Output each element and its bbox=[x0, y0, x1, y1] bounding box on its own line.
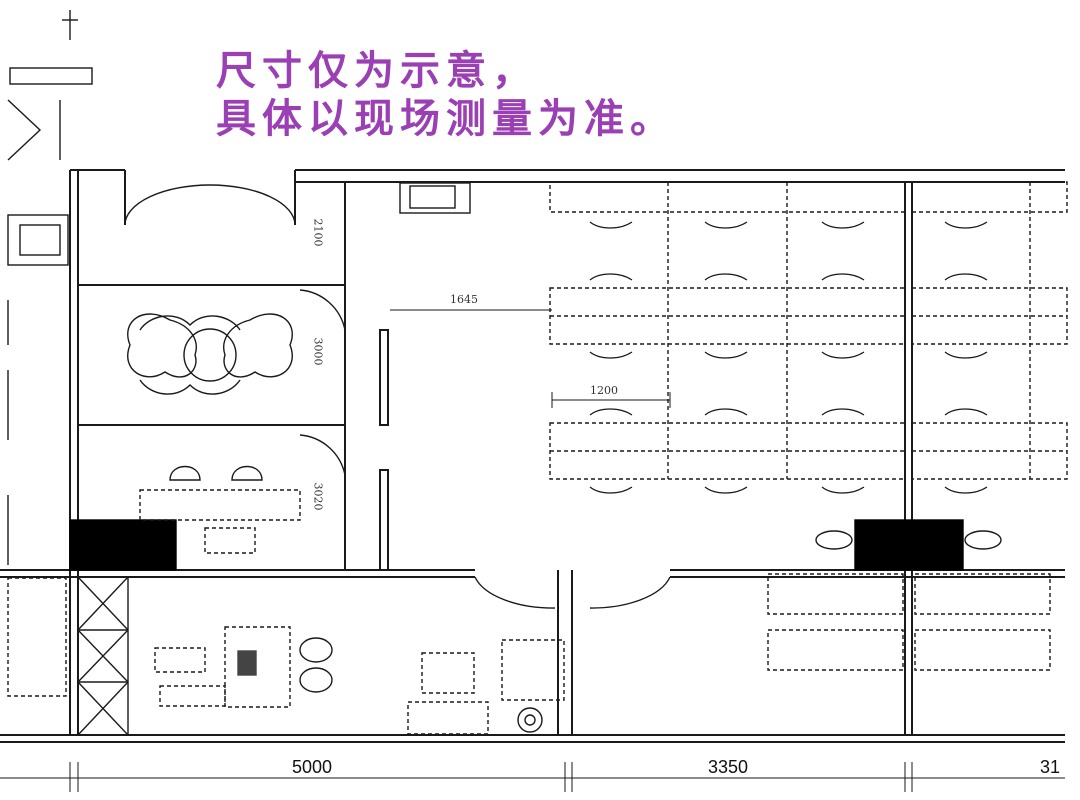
office-desk-upper bbox=[139, 489, 301, 554]
structural-columns bbox=[69, 519, 964, 571]
office-chairs-upper bbox=[169, 465, 263, 481]
dimension-label-3020: 3020 bbox=[311, 482, 325, 511]
notice-line-1: 尺寸仅为示意， bbox=[216, 48, 538, 94]
bottom-dimension-5000: 5000 bbox=[292, 757, 333, 777]
cross-braced-shaft bbox=[77, 576, 129, 736]
notice-line-2: 具体以现场测量为准。 bbox=[216, 96, 676, 142]
bottom-dimension-3350: 3350 bbox=[708, 757, 749, 777]
dimension-label-2100: 2100 bbox=[311, 218, 325, 247]
dimension-label-3000: 3000 bbox=[311, 337, 325, 366]
workstation-grid bbox=[549, 181, 1068, 494]
bottom-dimension-partial: 31 bbox=[1040, 757, 1061, 777]
door-swings bbox=[124, 184, 671, 609]
dimension-label-1200: 1200 bbox=[590, 384, 618, 397]
dimension-lines bbox=[0, 309, 1065, 792]
lower-left-office bbox=[7, 573, 1051, 735]
computer-monitors bbox=[399, 182, 1002, 550]
dimension-label-1645: 1645 bbox=[450, 293, 478, 306]
left-edge-details bbox=[7, 10, 93, 565]
round-meeting-table bbox=[127, 313, 293, 395]
